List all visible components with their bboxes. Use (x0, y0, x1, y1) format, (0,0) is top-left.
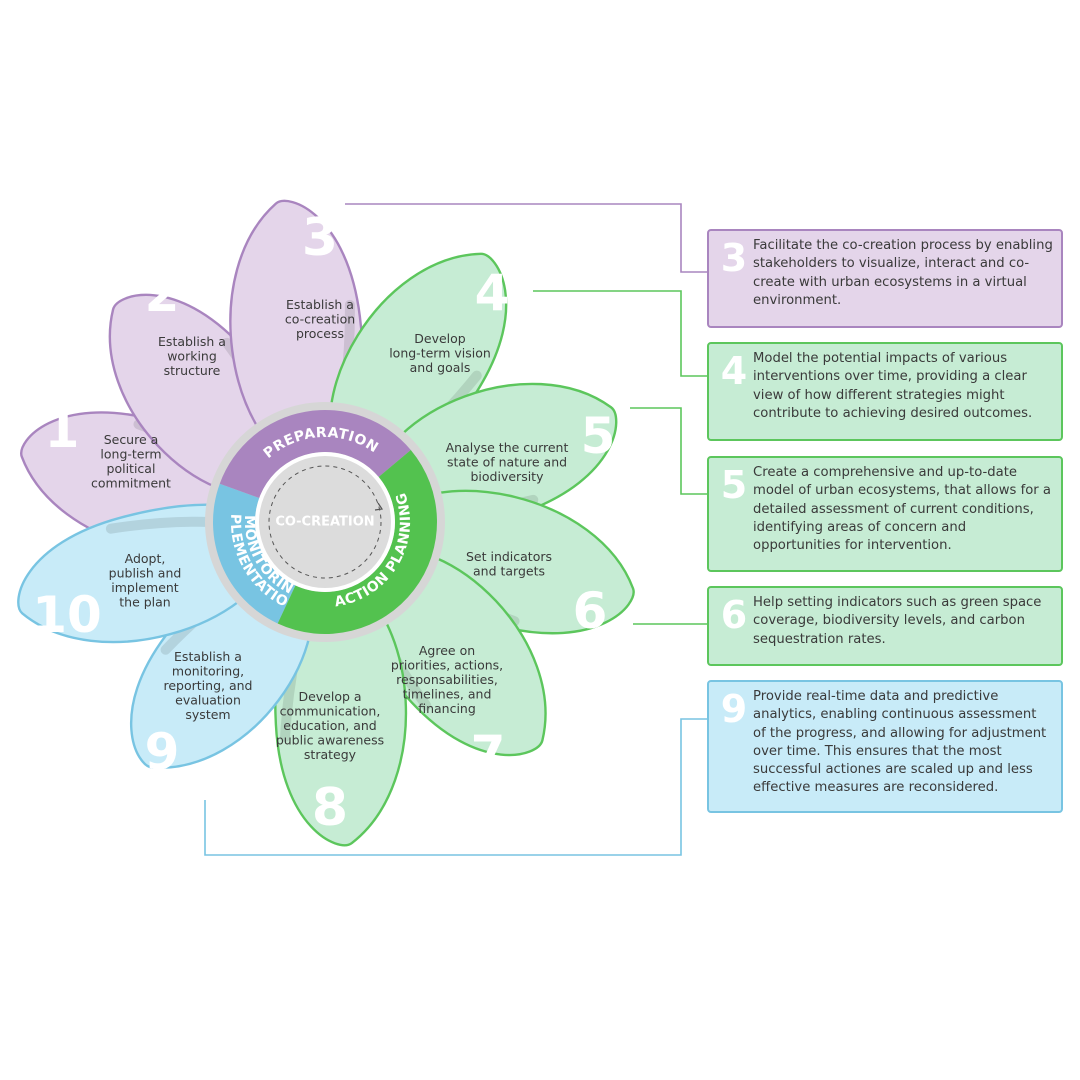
petal-label-line: long-term (100, 447, 161, 462)
petal-label-line: biodiversity (471, 469, 545, 484)
petal-label-line: communication, (280, 704, 381, 719)
petal-label-line: Establish a (286, 297, 354, 312)
petal-number: 3 (302, 208, 338, 268)
petal-label-line: reporting, and (164, 678, 253, 693)
petal-number: 1 (45, 401, 80, 459)
petal-label-line: and targets (473, 564, 545, 579)
petal-label-line: co-creation (285, 312, 355, 327)
petal-label-line: state of nature and (447, 455, 567, 470)
info-box-text: Create a comprehensive and up-to-date mo… (753, 465, 1052, 554)
info-box-5: 5 Create a comprehensive and up-to-date … (707, 456, 1063, 572)
info-box-number: 9 (720, 687, 748, 731)
info-box-9: 9 Provide real-time data and predictive … (707, 680, 1063, 813)
petal-label-line: commitment (91, 476, 171, 491)
info-box-number: 4 (720, 349, 748, 393)
petal-label-line: system (185, 707, 230, 722)
connector-line (204, 718, 707, 856)
petal-number: 6 (573, 582, 608, 640)
info-box-text: Provide real-time data and predictive an… (753, 689, 1047, 796)
petal-number: 8 (312, 778, 348, 838)
petal-number: 7 (471, 725, 506, 783)
connector-line (630, 407, 707, 495)
petal-label-line: publish and (109, 566, 182, 581)
petal-label-line: structure (164, 363, 221, 378)
petal-label-line: Develop a (298, 689, 361, 704)
petal-number: 4 (475, 264, 510, 322)
petal-label-line: financing (418, 701, 476, 716)
petal-label-line: Establish a (174, 649, 242, 664)
info-box-text: Facilitate the co-creation process by en… (753, 238, 1053, 308)
petal-label-line: implement (111, 580, 179, 595)
cycle-dashed-circle (268, 465, 382, 579)
petal-label-line: Adopt, (125, 551, 166, 566)
petal-label-line: the plan (119, 595, 170, 610)
petal-label-line: priorities, actions, (391, 658, 503, 673)
info-box-number: 3 (720, 236, 748, 280)
petal-number: 10 (32, 586, 102, 644)
petal-label-line: education, and (283, 718, 377, 733)
connector-line (533, 290, 707, 377)
petal-label-line: long-term vision (389, 346, 491, 361)
connector-line (345, 203, 707, 273)
petal-label-line: public awareness (276, 733, 384, 748)
connector-lines (204, 203, 707, 856)
info-box-4: 4 Model the potential impacts of various… (707, 342, 1063, 441)
petal-label-line: Set indicators (466, 549, 552, 564)
petal-label-line: responsabilities, (396, 672, 498, 687)
petal-label-line: monitoring, (172, 664, 244, 679)
petal-label-line: timelines, and (403, 687, 492, 702)
implementation-arc (213, 483, 296, 624)
info-box-number: 5 (720, 463, 748, 507)
cycle-arrow-icon (374, 502, 384, 511)
center-circle (259, 456, 391, 588)
petal-number: 9 (145, 723, 180, 781)
petal-label-line: process (296, 326, 344, 341)
petal-label-line: Agree on (419, 643, 475, 658)
petal-label-line: Develop (414, 331, 466, 346)
petal-number: 2 (145, 265, 180, 323)
petal-label-line: Secure a (104, 432, 159, 447)
info-box-number: 6 (720, 593, 748, 637)
petal-label-line: strategy (304, 747, 357, 762)
petal-label-line: Analyse the current (446, 440, 569, 455)
info-box-text: Help setting indicators such as green sp… (753, 595, 1042, 647)
petal-label-line: and goals (410, 360, 471, 375)
preparation-arc (219, 409, 411, 499)
info-box-6: 6 Help setting indicators such as green … (707, 586, 1063, 666)
petal-number: 5 (581, 407, 616, 465)
info-box-text: Model the potential impacts of various i… (753, 351, 1033, 421)
action-planning-arc (277, 450, 437, 635)
petal-label-line: Establish a (158, 334, 226, 349)
petal-label-line: evaluation (175, 693, 241, 708)
center-label: CO-CREATION (275, 515, 374, 530)
info-box-3: 3 Facilitate the co-creation process by … (707, 229, 1063, 328)
petal-label-line: working (167, 349, 217, 364)
petal-label-line: political (107, 461, 156, 476)
